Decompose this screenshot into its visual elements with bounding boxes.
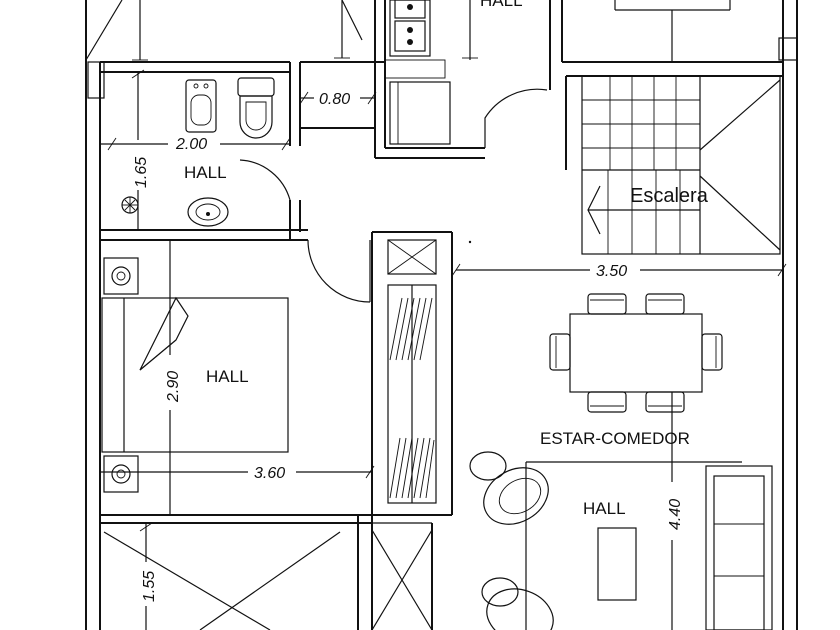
coffee-table-area: [525, 461, 742, 630]
passage-label: 0.80: [319, 91, 350, 108]
sofa: [705, 465, 773, 630]
walls: [85, 0, 798, 630]
bed-width-dimension: [100, 465, 375, 479]
bed-width-label: 3.60: [254, 465, 285, 482]
top-hall-label: HALL: [480, 0, 523, 10]
bed-height-label: 2.90: [165, 371, 182, 403]
bottom-height-label: 1.55: [141, 571, 158, 602]
bath-hall-label: HALL: [184, 163, 227, 182]
top-left-element: [85, 0, 363, 61]
bedroom-hall-label: HALL: [206, 367, 249, 386]
stair-width-label: 3.50: [596, 263, 627, 280]
armchairs: [469, 451, 554, 630]
living-label: ESTAR-COMEDOR: [540, 429, 690, 448]
living-height-label: 4.40: [667, 499, 684, 530]
bathroom-fixtures: [121, 77, 275, 227]
top-hall-dimension: [462, 0, 478, 60]
bottom-room: [103, 522, 341, 630]
bath-width-label: 2.00: [175, 136, 207, 153]
bedroom-door[interactable]: [307, 239, 371, 303]
passage-dimension: [299, 91, 377, 105]
stair: [581, 75, 781, 255]
bed: [101, 296, 289, 453]
living-hall-label: HALL: [583, 499, 626, 518]
closet: [371, 239, 437, 630]
stove: [384, 0, 451, 145]
bath-height-dimension: [131, 69, 145, 230]
bath-height-label: 1.65: [133, 157, 150, 188]
bathroom-door[interactable]: [239, 146, 291, 201]
stair-label: Escalera: [630, 185, 709, 207]
bath-width-dimension: [100, 137, 291, 151]
stair-width-dimension: [451, 263, 787, 277]
nightstands: [103, 257, 139, 493]
dining-table: [549, 293, 723, 413]
kitchen-door[interactable]: [484, 88, 548, 148]
